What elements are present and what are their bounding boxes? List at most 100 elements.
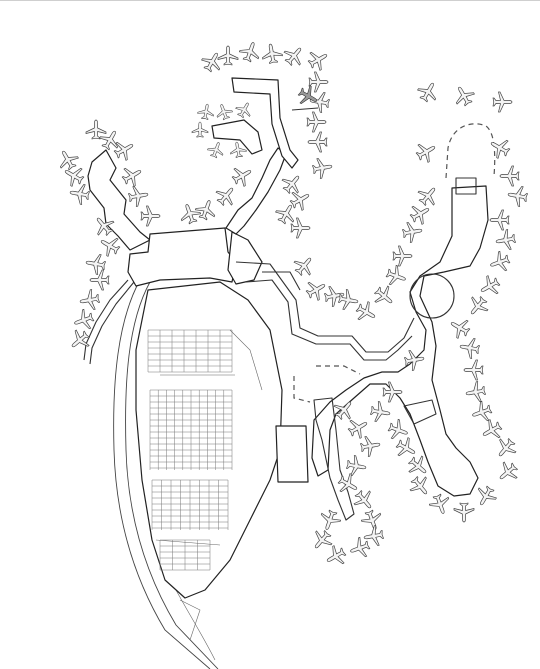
aircraft-icon [275,204,295,225]
aircraft-icon [216,104,233,121]
aircraft-icon [74,308,95,330]
aircraft-icon [69,184,91,205]
aircraft-icon [482,419,503,439]
aircraft-icon [235,102,251,119]
aircraft-icon [307,131,328,153]
aircraft-icon [201,52,221,73]
aircraft-icon [89,269,110,291]
aircraft-icon [345,455,367,476]
aircraft-icon [347,419,368,439]
aircraft-icon [409,205,430,225]
aircraft-icon [373,285,393,304]
aircraft-icon [409,475,428,495]
aircraft-icon [450,319,471,339]
aircraft-icon [490,250,511,272]
aircraft-icon [308,71,329,93]
aircraft-icon [369,401,391,422]
aircraft-icon [283,47,302,67]
aircraft-icon [180,204,202,225]
aircraft-icon [191,121,209,138]
aircraft-icon [363,525,385,546]
aircraft-icon [290,217,311,239]
aircraft-icon [79,289,101,310]
parked-aircraft [59,42,529,565]
aircraft-icon [499,165,520,187]
aircraft-icon [194,200,216,221]
aircraft-icon [238,42,260,63]
aircraft-icon [392,245,413,267]
aircraft-icon [230,141,247,159]
aircraft-icon [337,289,359,310]
aircraft-icon [401,222,423,243]
aircraft-icon [459,338,481,359]
aircraft-icon [306,111,327,133]
aircraft-icon [428,493,450,514]
aircraft-icon [215,187,234,207]
aircraft-icon [355,301,376,321]
aircraft-icon [382,381,403,403]
aircraft-icon [337,473,358,493]
aircraft-icon [417,82,437,103]
aircraft-icon [359,436,381,457]
aircraft-icon [309,92,331,113]
aircraft-icon [311,158,333,179]
aircraft-icon [305,281,326,301]
aircraft-icon [197,103,214,121]
aircraft-icon [85,254,107,275]
aircraft-icon [480,275,501,295]
aircraft-icon [395,437,416,457]
aircraft-icon [231,167,252,187]
aircraft-icon [127,186,149,207]
aircraft-icon [350,536,371,558]
aircraft-icon [415,143,436,163]
aircraft-icon [463,359,484,381]
aircraft-icon [507,186,529,207]
aircraft-icon [293,257,312,277]
aircraft-icon [59,150,79,171]
aircraft-icon [96,217,115,237]
aircraft-icon [262,43,283,65]
airside-connector [235,261,415,361]
aircraft-icon [353,489,372,509]
aircraft-icon [71,329,91,348]
aircraft-icon [490,139,511,159]
aircraft-icon [297,85,318,105]
aircraft-icon [113,141,134,161]
aircraft-icon [498,437,517,457]
aircraft-icon [387,418,408,440]
aircraft-icon [121,167,142,187]
aircraft-icon [492,91,513,113]
aircraft-icon [307,51,328,71]
aircraft-icon [326,545,347,565]
aircraft-icon [140,205,161,227]
aircraft-icon [289,191,310,211]
aircraft-icon [465,381,487,402]
pier-southeast [275,365,437,521]
aircraft-icon [281,175,300,195]
pier-north [211,77,319,235]
aircraft-icon [314,529,333,549]
aircraft-icon [217,45,239,66]
aircraft-icon [495,229,517,250]
aircraft-icon [333,401,352,421]
aircraft-icon [320,509,342,530]
aircraft-icon [207,142,224,159]
aircraft-icon [403,350,425,371]
aircraft-icon [407,455,427,474]
top-border-rule [0,0,540,1]
aircraft-icon [323,286,345,307]
car-park [135,281,283,599]
main-terminal [127,227,263,287]
aircraft-icon [453,502,475,523]
aircraft-icon [100,237,121,257]
aircraft-icon [417,187,436,207]
aircraft-icon [472,400,493,422]
aircraft-icon [85,119,107,140]
aircraft-icon [489,209,510,231]
aircraft-icon [499,461,519,480]
aircraft-icon [455,86,475,107]
parking-rows [147,329,233,571]
aircraft-icon [64,167,85,187]
pier-east [311,123,496,497]
